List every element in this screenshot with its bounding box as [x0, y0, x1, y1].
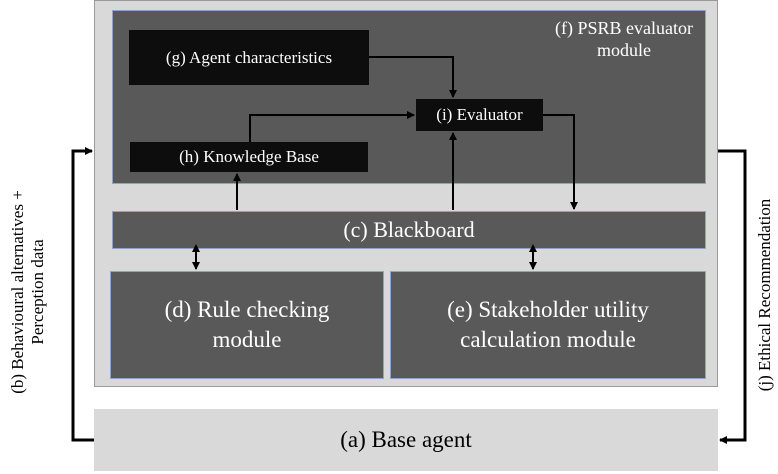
- agent-to-evaluator-arrow: [369, 56, 457, 98]
- knowledge-base-label: (h) Knowledge Base: [179, 147, 319, 166]
- stakeholder-utility-module: (e) Stakeholder utility calculation modu…: [390, 271, 706, 379]
- agent-characteristics-box: (g) Agent characteristics: [129, 30, 369, 85]
- base-agent-box: (a) Base agent: [94, 409, 718, 471]
- rule-checking-module: (d) Rule checking module: [110, 271, 384, 379]
- blackboard-label: (c) Blackboard: [343, 217, 475, 242]
- base-agent-label: (a) Base agent: [340, 427, 472, 452]
- rule-checking-label: (d) Rule checking module: [164, 297, 330, 352]
- evaluator-box: (i) Evaluator: [416, 99, 543, 131]
- stakeholder-utility-label: (e) Stakeholder utility calculation modu…: [447, 297, 649, 352]
- evaluator-label: (i) Evaluator: [436, 105, 523, 124]
- evaluator-to-blackboard-arrow: [543, 114, 578, 210]
- agent-characteristics-label: (g) Agent characteristics: [165, 47, 333, 67]
- left-feedback-arrow: [71, 147, 94, 442]
- ethical-recommendation-label: (j) Ethical Recommendation: [755, 198, 774, 392]
- knowledge-to-evaluator-arrow: [249, 111, 415, 142]
- psrb-module-label: (f) PSRB evaluator module: [555, 18, 693, 60]
- behaviour-perception-label: (b) Behavioural alternatives + Perceptio…: [8, 190, 47, 394]
- blackboard-box: (c) Blackboard: [112, 211, 706, 249]
- knowledge-base-box: (h) Knowledge Base: [130, 142, 368, 172]
- right-recommendation-arrow: [718, 149, 747, 444]
